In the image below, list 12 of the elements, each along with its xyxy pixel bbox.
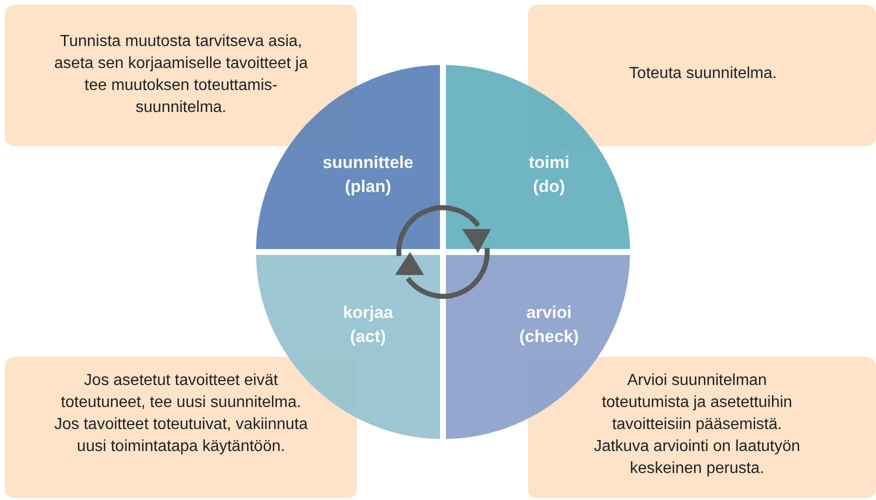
phase-label: toimi (do) xyxy=(528,152,570,198)
description-box xyxy=(5,5,357,146)
phase-label: arvioi (check) xyxy=(519,302,579,348)
description-box xyxy=(5,357,357,498)
phase-label: suunnittele (plan) xyxy=(322,152,414,198)
description-text: Tunnista muutosta tarvitseva asia, aseta sen korjaamiselle tavoitteet ja tee muutoksen toteuttamis- suunnitelma. xyxy=(53,32,309,118)
description-text: Jos asetetut tavoitteet eivät toteutuneet, tee uusi suunnitelma. Jos tavoitteet toteutuivat, vakiinnuta uusi toimintatapa käytäntöön. xyxy=(53,371,309,457)
description-text: Arvioi suunnitelman toteutumista ja asetettuihin tavoitteisiin pääsemistä. Jatkuva arviointi on laatutyön keskeinen perusta. xyxy=(592,371,802,479)
phase-label: korjaa (act) xyxy=(342,302,394,348)
description-box xyxy=(528,357,876,498)
description-text: Toteuta suunnitelma. xyxy=(628,64,778,84)
description-box xyxy=(528,5,876,146)
